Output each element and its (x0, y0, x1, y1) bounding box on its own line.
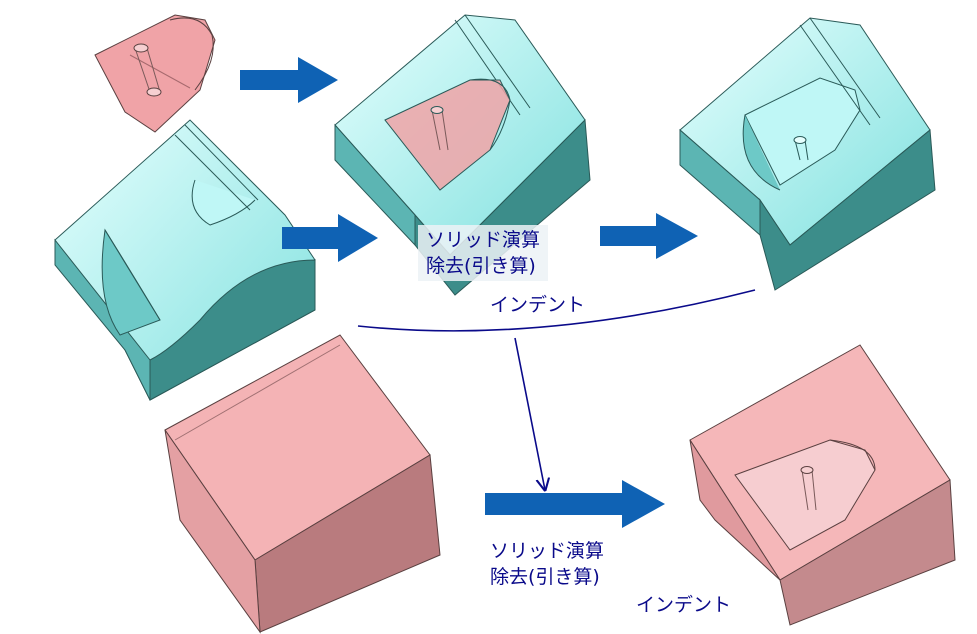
pink-block-result (689, 344, 956, 626)
op-label-bottom-line2: 除去(引き算) (490, 566, 600, 588)
op-label-top: ソリッド演算 除去(引き算) (418, 225, 549, 281)
op-label-bottom: ソリッド演算 除去(引き算) (490, 538, 604, 590)
arrow-top (240, 57, 338, 103)
cone-tool-part (94, 14, 216, 133)
arrow-middle (282, 214, 378, 262)
op-label-bottom-line1: ソリッド演算 (490, 540, 605, 562)
arrow-right (600, 213, 698, 259)
indent-label-top: インデント (490, 294, 586, 316)
op-label-top-line1: ソリッド演算 (426, 229, 541, 251)
cyan-block-result (679, 17, 936, 291)
op-label-top-line2: 除去(引き算) (426, 255, 536, 277)
indent-down-arrow (514, 337, 545, 490)
arrow-bottom (485, 480, 665, 528)
cyan-block-original (54, 119, 316, 401)
pink-box-part (164, 334, 441, 634)
indent-curve (357, 289, 756, 332)
indent-label-bottom: インデント (636, 594, 732, 616)
